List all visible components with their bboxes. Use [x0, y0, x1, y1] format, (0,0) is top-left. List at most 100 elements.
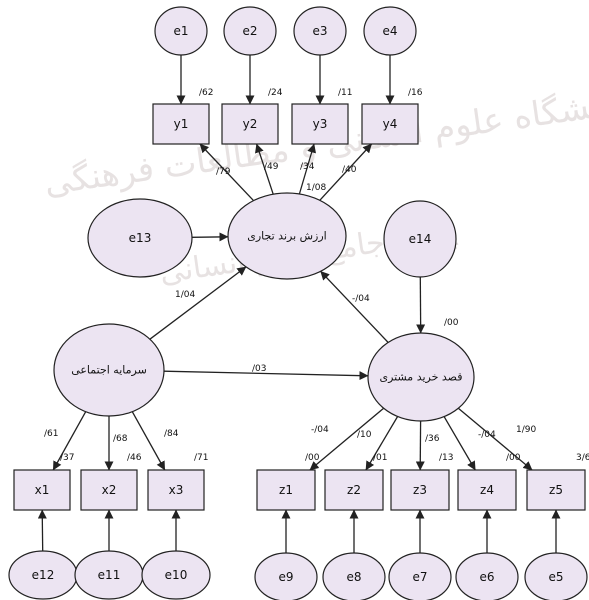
path-brand-to-y4 — [319, 143, 373, 201]
coefficient-social-to-x3: /84 — [164, 429, 179, 439]
node-z5: z5 — [526, 469, 586, 511]
r-squared-y2: /24 — [268, 88, 283, 98]
r-squared-brand: 1/08 — [306, 183, 326, 193]
node-label-e8: e8 — [346, 570, 361, 584]
node-y3: y3 — [291, 103, 349, 145]
coefficient-intent-to-z3: /36 — [425, 434, 440, 444]
node-e7: e7 — [388, 552, 452, 600]
node-label-e11: e11 — [98, 568, 121, 582]
error-term-e9 — [254, 552, 318, 600]
observed-variable-x1 — [13, 469, 71, 511]
error-term-e13 — [87, 198, 193, 278]
node-values: /62/24/11/161/08/00/37/46/71/00/01/13/00… — [60, 88, 589, 463]
path-intent-to-z5 — [457, 407, 533, 471]
node-e13: e13 — [87, 198, 193, 278]
path-e13-to-brand — [191, 232, 229, 242]
path-intent-to-z1 — [309, 407, 385, 471]
error-term-e3 — [293, 6, 347, 56]
coefficient-social-to-x2: /68 — [113, 434, 128, 444]
r-squared-y3: /11 — [338, 88, 352, 98]
coefficient-intent-to-z4: -/04 — [478, 430, 496, 440]
r-squared-z3: /13 — [439, 453, 453, 463]
path-social-to-x3 — [131, 411, 166, 471]
error-term-e10 — [141, 550, 211, 600]
path-intent-to-z4 — [443, 416, 476, 471]
r-squared-z4: /00 — [506, 453, 521, 463]
error-term-e2 — [223, 6, 277, 56]
node-label-e5: e5 — [548, 570, 563, 584]
node-label-e1: e1 — [173, 24, 188, 38]
r-squared-x2: /46 — [127, 453, 142, 463]
error-term-e8 — [322, 552, 386, 600]
path-social-to-x1 — [52, 411, 87, 471]
node-brand: ارزش برند تجاری — [227, 192, 347, 280]
error-term-e6 — [455, 552, 519, 600]
r-squared-z5: 3/6 — [576, 453, 589, 463]
node-label-e6: e6 — [479, 570, 494, 584]
node-label-e10: e10 — [165, 568, 188, 582]
node-label-z2: z2 — [347, 483, 361, 497]
latent-variable-social — [53, 323, 165, 417]
path-brand-to-y2 — [255, 143, 274, 195]
coefficient-intent-to-brand: -/04 — [352, 294, 370, 304]
path-intent-to-brand — [320, 270, 389, 343]
node-e1: e1 — [154, 6, 208, 56]
node-e12: e12 — [8, 550, 78, 600]
node-e8: e8 — [322, 552, 386, 600]
coefficient-brand-to-y3: /34 — [300, 162, 315, 172]
node-z1: z1 — [256, 469, 316, 511]
node-social: سرمایه اجتماعی — [53, 323, 165, 417]
node-e9: e9 — [254, 552, 318, 600]
node-e3: e3 — [293, 6, 347, 56]
observed-variable-z4 — [457, 469, 517, 511]
node-intent: قصد خرید مشتری — [367, 332, 475, 422]
coefficient-intent-to-z5: 1/90 — [516, 425, 536, 435]
node-label-y2: y2 — [243, 117, 258, 131]
coefficient-brand-to-y1: /79 — [216, 167, 231, 177]
error-term-e1 — [154, 6, 208, 56]
coefficient-brand-to-y4: /40 — [342, 165, 357, 175]
coefficient-social-to-x1: /61 — [44, 429, 58, 439]
latent-variable-intent — [367, 332, 475, 422]
path-e12-to-x1 — [37, 509, 47, 552]
observed-variable-z3 — [390, 469, 450, 511]
node-label-e7: e7 — [412, 570, 427, 584]
node-y1: y1 — [152, 103, 210, 145]
node-e2: e2 — [223, 6, 277, 56]
observed-variable-z5 — [526, 469, 586, 511]
node-e10: e10 — [141, 550, 211, 600]
observed-variable-x3 — [147, 469, 205, 511]
error-term-e5 — [524, 552, 588, 600]
node-label-y1: y1 — [174, 117, 189, 131]
node-label-x1: x1 — [35, 483, 50, 497]
node-e14: e14 — [383, 200, 457, 278]
observed-variable-y4 — [361, 103, 419, 145]
error-term-e4 — [363, 6, 417, 56]
coefficient-intent-to-z2: /10 — [357, 430, 372, 440]
error-term-e14 — [383, 200, 457, 278]
node-label-e2: e2 — [242, 24, 257, 38]
node-label-e12: e12 — [32, 568, 55, 582]
node-label-intent: قصد خرید مشتری — [380, 371, 463, 384]
r-squared-x3: /71 — [194, 453, 208, 463]
r-squared-x1: /37 — [60, 453, 74, 463]
node-y4: y4 — [361, 103, 419, 145]
node-x3: x3 — [147, 469, 205, 511]
r-squared-y4: /16 — [408, 88, 423, 98]
observed-variable-y3 — [291, 103, 349, 145]
coefficient-social-to-brand: 1/04 — [175, 290, 195, 300]
r-squared-y1: /62 — [199, 88, 213, 98]
observed-variable-x2 — [80, 469, 138, 511]
node-z4: z4 — [457, 469, 517, 511]
r-squared-intent: /00 — [444, 318, 459, 328]
path-brand-to-y3 — [298, 143, 317, 195]
node-label-e9: e9 — [278, 570, 293, 584]
node-label-e13: e13 — [129, 231, 152, 245]
observed-variable-y1 — [152, 103, 210, 145]
coefficient-brand-to-y2: /49 — [264, 162, 279, 172]
observed-variable-z1 — [256, 469, 316, 511]
node-label-social: سرمایه اجتماعی — [71, 364, 147, 377]
